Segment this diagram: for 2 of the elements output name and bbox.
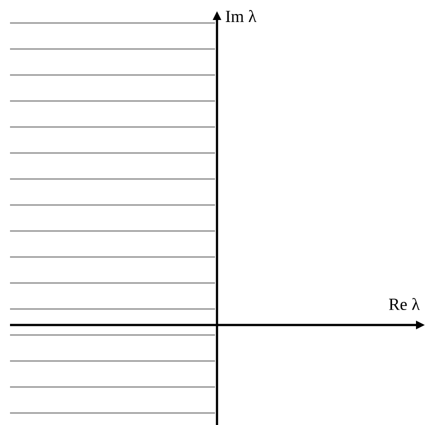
axis-label: Re λ [389, 298, 420, 310]
axis-label: Im λ [226, 10, 256, 22]
